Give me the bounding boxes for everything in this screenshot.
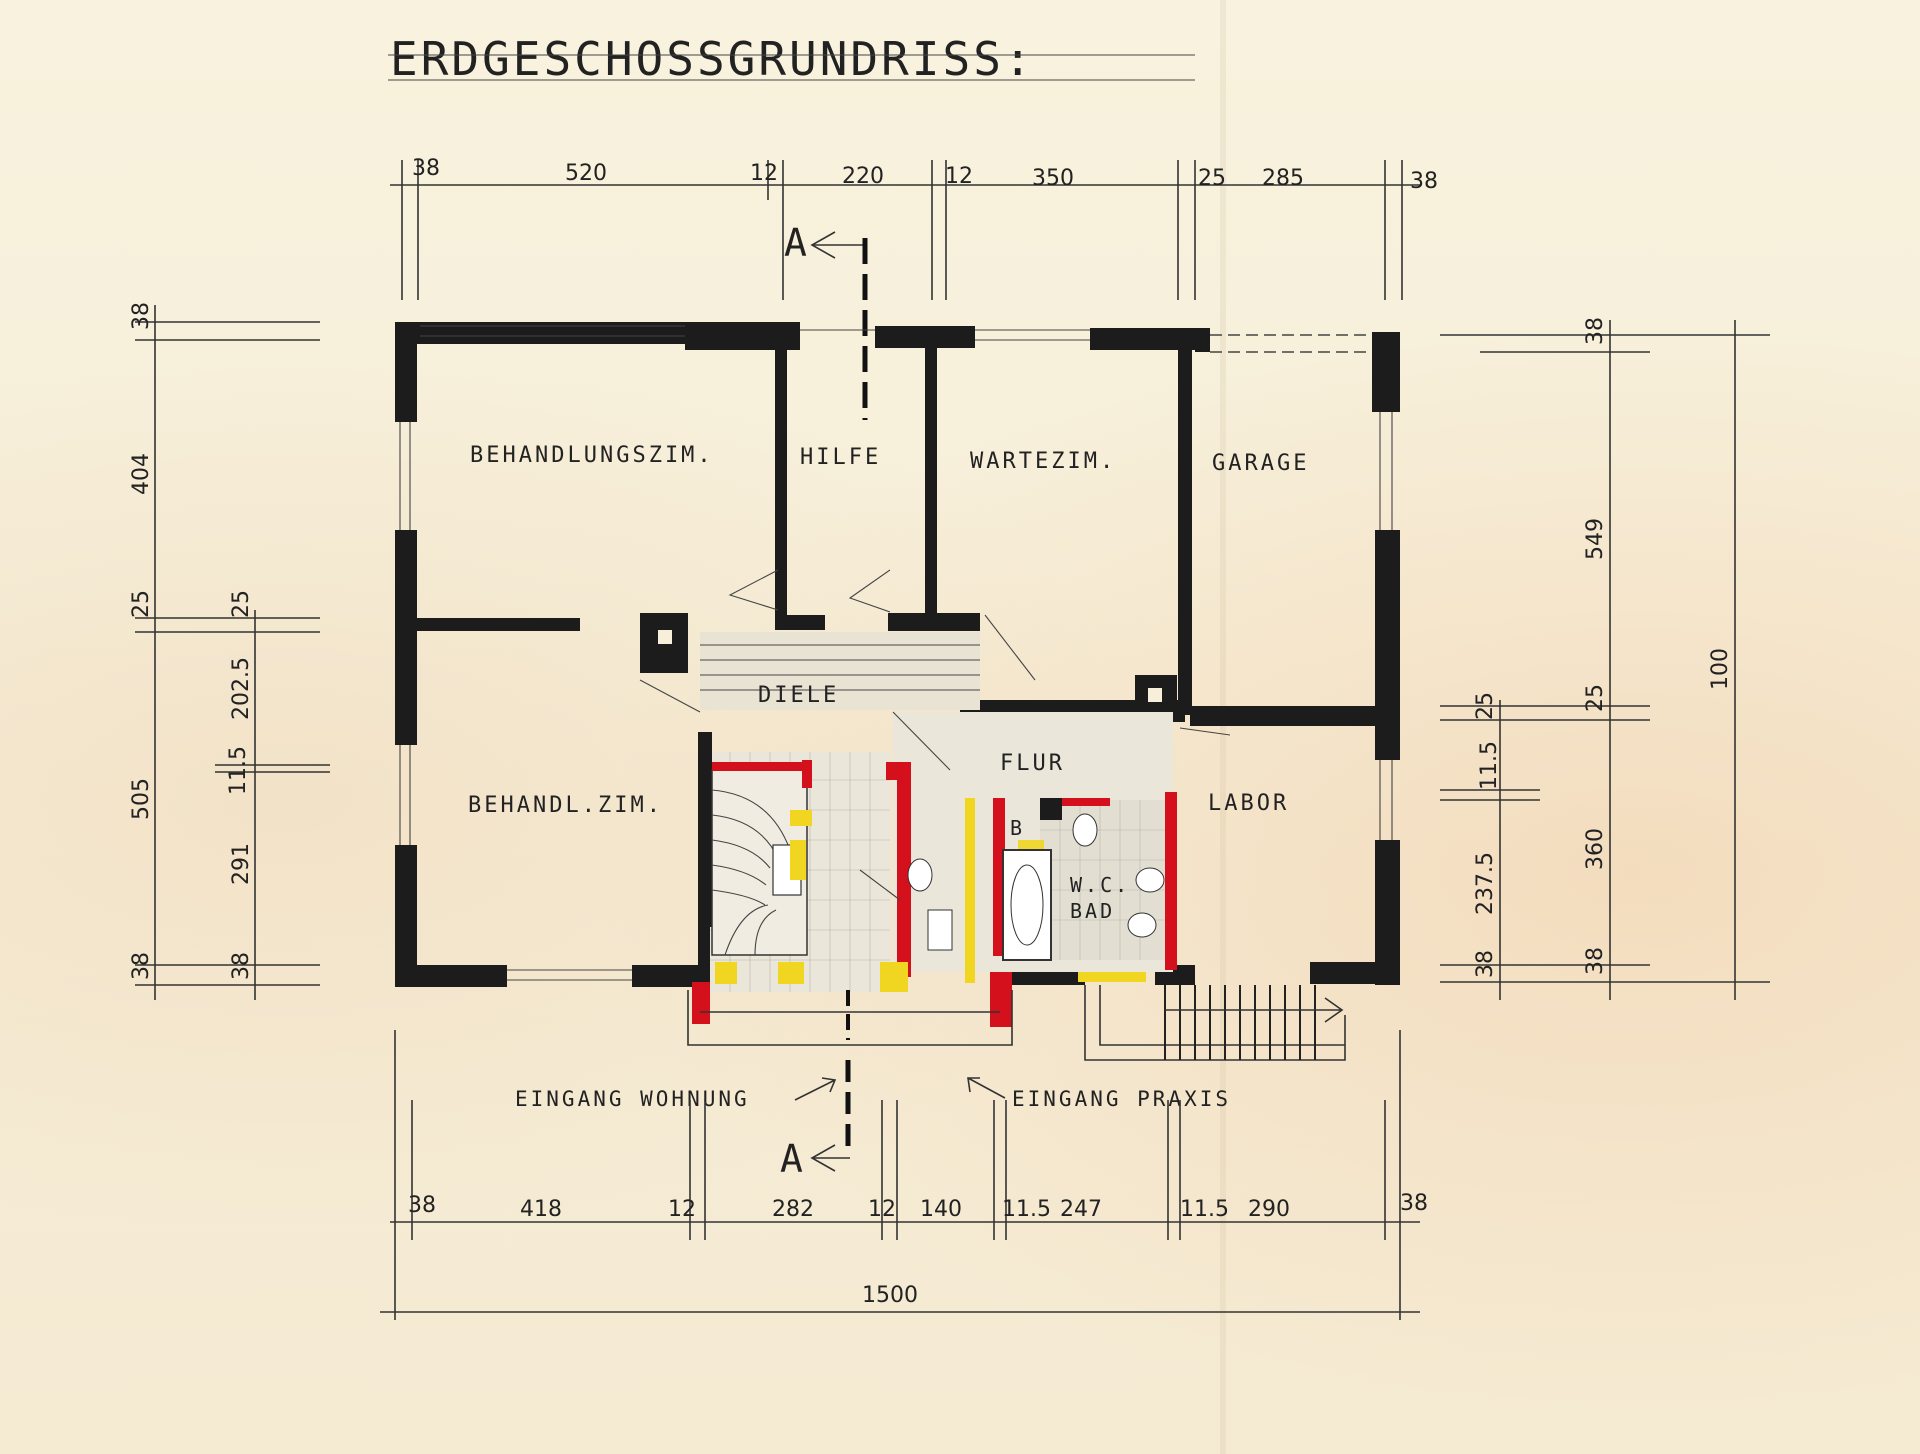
- dim-right-inner-3: 38: [1473, 950, 1498, 978]
- dim-left-outer-0: 38: [129, 302, 154, 330]
- room-labels: BEHANDLUNGSZIM. HILFE WARTEZIM. GARAGE D…: [468, 443, 1309, 923]
- dim-overall-width: 1500: [862, 1283, 918, 1308]
- dim-bottom-6: 11.5: [1002, 1197, 1051, 1222]
- room-label-behandl-zim: BEHANDL.ZIM.: [468, 793, 663, 818]
- dim-left-outer-3: 505: [129, 778, 154, 820]
- dim-bottom-4: 12: [868, 1197, 896, 1222]
- dim-left-inner-1: 202.5: [229, 657, 254, 720]
- section-label-bottom: A: [780, 1137, 806, 1181]
- dim-top-4: 12: [945, 164, 973, 189]
- dim-right-mid-3: 360: [1583, 828, 1608, 870]
- dim-bottom-10: 38: [1400, 1191, 1428, 1216]
- diele-floor: [700, 632, 980, 710]
- dim-left-outer-1: 404: [129, 453, 154, 495]
- room-label-behandlungszim: BEHANDLUNGSZIM.: [470, 443, 714, 468]
- section-label-top: A: [784, 221, 810, 265]
- dim-right-inner-0: 25: [1473, 692, 1498, 720]
- section-marker-top: A: [784, 221, 868, 420]
- room-label-wc: W.C.: [1070, 873, 1130, 897]
- top-dimension-chain: 38 520 12 220 12 350 25 285 38: [390, 156, 1438, 300]
- paper-fold: [1220, 0, 1226, 1454]
- dim-left-inner-0: 25: [229, 590, 254, 618]
- dim-left-outer-4: 38: [129, 952, 154, 980]
- bottom-dimension-chain: 38 418 12 282 12 140 11.5 247 11.5 290 3…: [380, 1030, 1428, 1320]
- left-dimension-chain: 38 404 25 505 38 25 202.5 11.5 291 38: [129, 302, 330, 1000]
- dim-top-0: 38: [412, 156, 440, 181]
- dim-left-inner-4: 38: [229, 952, 254, 980]
- dim-right-inner-1: 11.5: [1477, 741, 1502, 790]
- dim-right-mid-4: 38: [1583, 947, 1608, 975]
- entrance-label-praxis: EINGANG PRAXIS: [1012, 1087, 1231, 1111]
- dim-bottom-7: 247: [1060, 1197, 1102, 1222]
- room-label-flur: FLUR: [1000, 751, 1065, 776]
- sanitary-fixtures: [907, 798, 1165, 961]
- dim-bottom-5: 140: [920, 1197, 962, 1222]
- right-dimension-chain: 25 11.5 237.5 38 38 549 25 360 38 100: [1440, 317, 1770, 1000]
- room-label-garage: GARAGE: [1212, 451, 1309, 476]
- dim-bottom-3: 282: [772, 1197, 814, 1222]
- plan-title: ERDGESCHOSSGRUNDRISS:: [390, 32, 1035, 86]
- dim-bottom-2: 12: [668, 1197, 696, 1222]
- entrance-label-wohnung: EINGANG WOHNUNG: [515, 1087, 750, 1111]
- room-label-labor: LABOR: [1208, 791, 1289, 816]
- dim-right-mid-0: 38: [1583, 317, 1608, 345]
- section-marker-bottom: A: [780, 1060, 851, 1181]
- room-label-hilfe: HILFE: [800, 445, 881, 470]
- room-label-diele: DIELE: [758, 683, 839, 708]
- dim-top-1: 520: [565, 161, 607, 186]
- dim-bottom-1: 418: [520, 1197, 562, 1222]
- dim-bottom-8: 11.5: [1180, 1197, 1229, 1222]
- entrance-labels: EINGANG WOHNUNG EINGANG PRAXIS: [515, 1077, 1231, 1111]
- door-swings: [639, 569, 1231, 901]
- dim-left-inner-2: 11.5: [226, 746, 251, 795]
- dim-top-7: 285: [1262, 166, 1304, 191]
- dim-top-2: 12: [750, 161, 778, 186]
- entrance-porch: [687, 990, 1013, 1046]
- exterior-stair: [1084, 985, 1346, 1061]
- dim-bottom-0: 38: [408, 1193, 436, 1218]
- dim-top-6: 25: [1198, 166, 1226, 191]
- dim-right-mid-1: 549: [1583, 518, 1608, 560]
- dim-right-mid-2: 25: [1583, 684, 1608, 712]
- room-label-b: B: [1010, 816, 1025, 840]
- dim-top-5: 350: [1032, 166, 1074, 191]
- room-label-wartezim: WARTEZIM.: [970, 449, 1116, 474]
- dim-top-8: 38: [1410, 169, 1438, 194]
- dim-top-3: 220: [842, 164, 884, 189]
- room-label-bad: BAD: [1070, 899, 1115, 923]
- dim-right-inner-2: 237.5: [1473, 852, 1498, 915]
- dim-left-inner-3: 291: [229, 843, 254, 885]
- dim-overall-depth: 100: [1708, 648, 1733, 690]
- dim-bottom-9: 290: [1248, 1197, 1290, 1222]
- dim-left-outer-2: 25: [129, 590, 154, 618]
